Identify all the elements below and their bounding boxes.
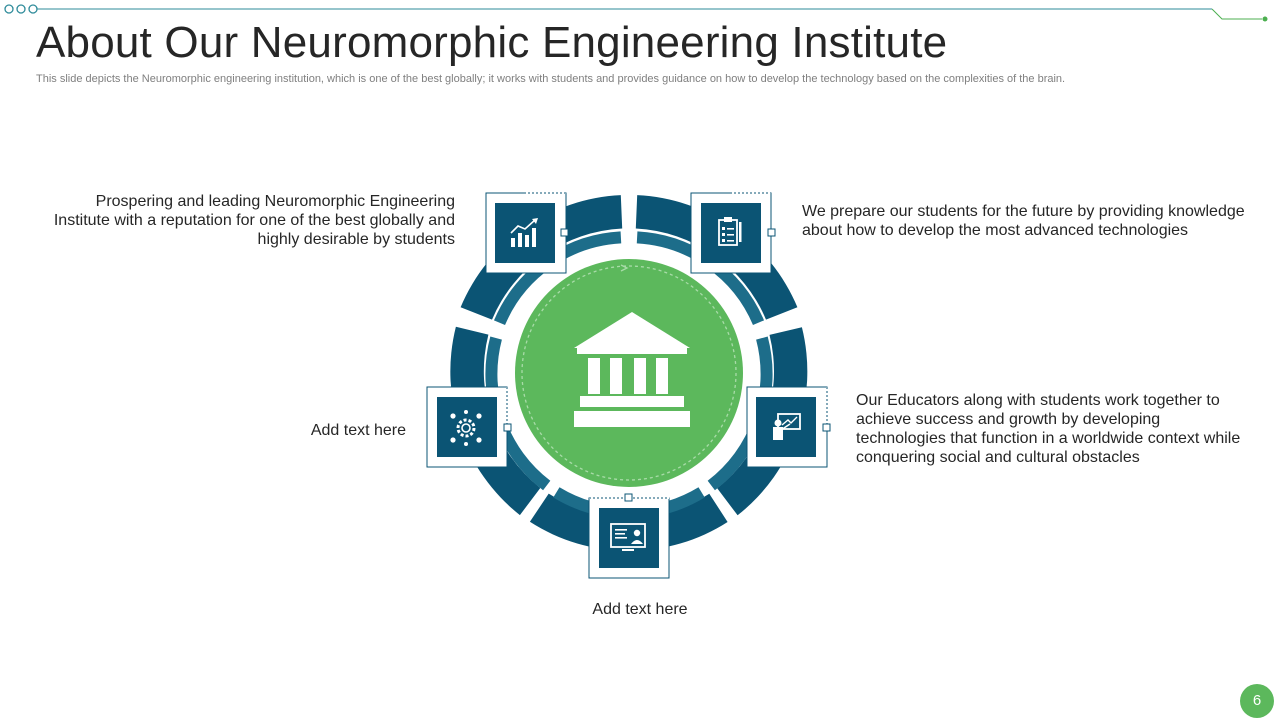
node-bottom bbox=[588, 493, 670, 579]
ring-segment-left bbox=[450, 326, 541, 516]
text-top-right: We prepare our students for the future b… bbox=[802, 203, 1245, 239]
node-left bbox=[426, 386, 512, 468]
online-learning-screen-icon bbox=[610, 523, 646, 551]
text-top-left: Prospering and leading Neuromorphic Engi… bbox=[53, 193, 455, 248]
node-right bbox=[746, 386, 831, 468]
page-number-badge: 6 bbox=[1240, 684, 1274, 718]
text-left: Add text here bbox=[310, 422, 406, 439]
center-arrow-mark bbox=[620, 264, 629, 272]
gear-network-icon bbox=[450, 410, 482, 446]
text-bottom: Add text here bbox=[592, 601, 688, 618]
center-circle bbox=[515, 259, 743, 487]
center-circle-dashed-ring bbox=[521, 265, 737, 481]
teacher-presentation-icon bbox=[773, 413, 801, 440]
clipboard-checklist-icon bbox=[718, 217, 742, 246]
text-right: Our Educators along with students work t… bbox=[856, 392, 1241, 466]
slide-title: About Our Neuromorphic Engineering Insti… bbox=[36, 18, 948, 67]
top-decorative-line bbox=[4, 4, 1268, 22]
node-top-left bbox=[485, 192, 569, 274]
bar-chart-growth-icon bbox=[510, 218, 538, 247]
slide-subtitle: This slide depicts the Neuromorphic engi… bbox=[36, 73, 1066, 85]
ring-segment-top-left bbox=[460, 195, 623, 320]
ring-segment-top-right bbox=[635, 195, 798, 320]
node-top-right bbox=[690, 192, 776, 274]
ring-segment-right bbox=[717, 327, 808, 516]
institution-building-icon bbox=[574, 312, 690, 427]
